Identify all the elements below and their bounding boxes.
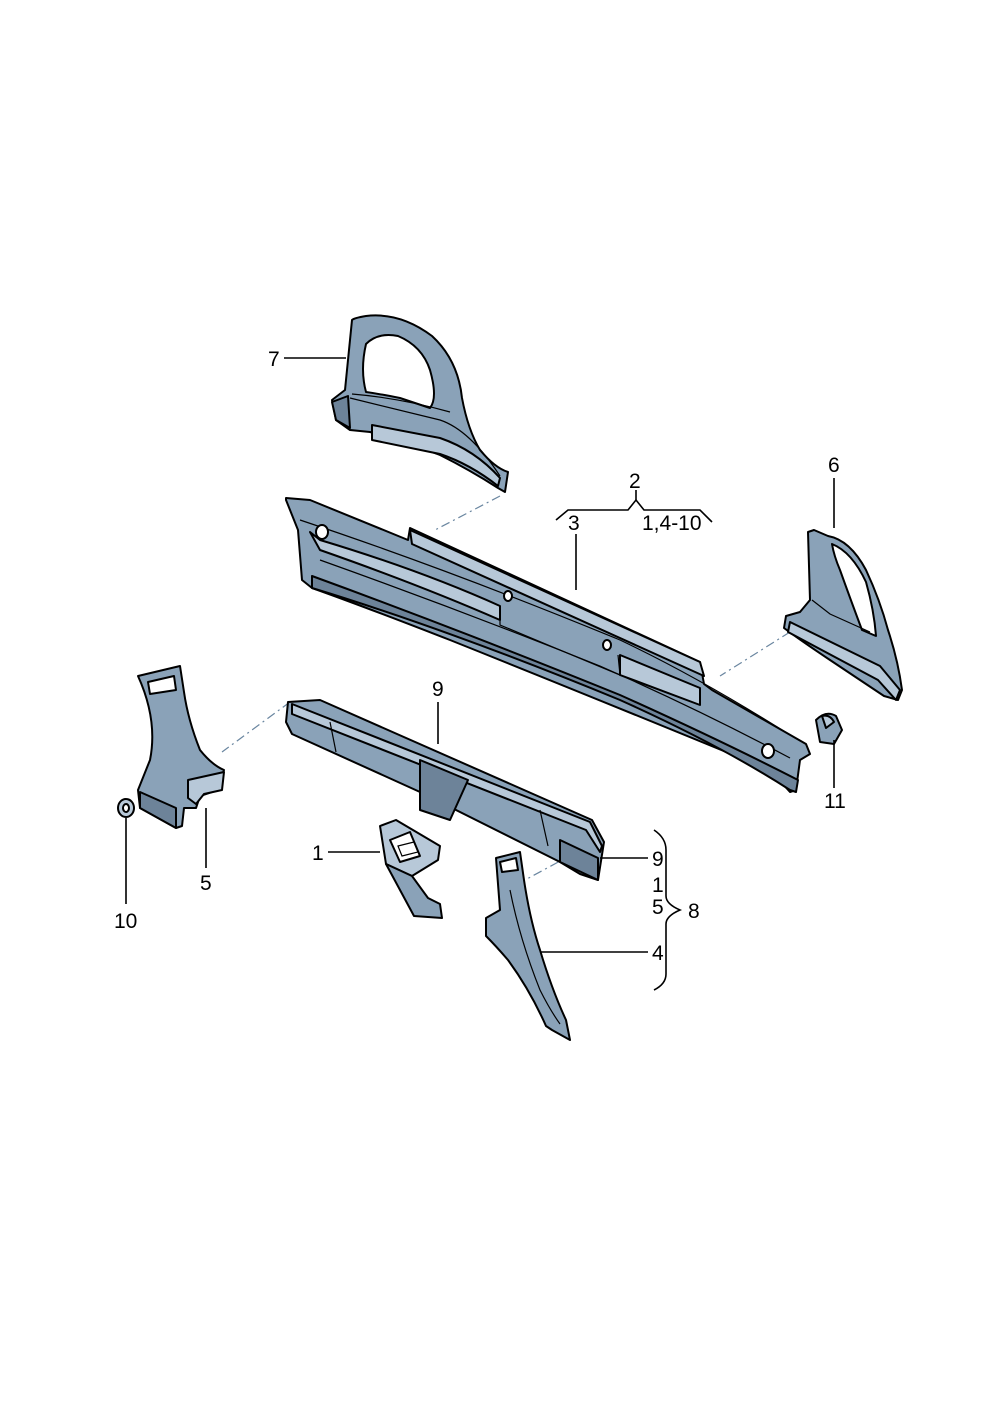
callout-8[interactable]: 8: [688, 900, 700, 923]
part-5-lower-left-pillar: [137, 665, 225, 829]
callout-2[interactable]: 2: [629, 470, 641, 493]
callout-3[interactable]: 3: [568, 512, 580, 535]
part-6-upper-right-bracket: [783, 529, 903, 701]
part-9-crossmember: [285, 699, 605, 881]
callout-10[interactable]: 10: [114, 910, 137, 933]
callout-1-right[interactable]: 1: [652, 874, 664, 897]
part-7-upper-left-bracket: [331, 314, 509, 493]
part-10-washer: [117, 798, 135, 818]
callout-1-left[interactable]: 1: [312, 842, 324, 865]
callout-11[interactable]: 11: [824, 790, 846, 813]
callout-4[interactable]: 4: [652, 942, 664, 965]
part-11-clip: [815, 712, 843, 745]
assembly-lines: [221, 495, 791, 881]
part-1-small-bracket: [379, 819, 443, 919]
callout-5-left[interactable]: 5: [200, 872, 212, 895]
callouts: 7 2 3 1,4-10 6 9 11 5 10 1 9 1 5 8 4: [114, 348, 846, 965]
part-3-main-panel: [285, 497, 811, 793]
callout-9-right[interactable]: 9: [652, 848, 664, 871]
callout-5-right[interactable]: 5: [652, 896, 664, 919]
callout-6[interactable]: 6: [828, 454, 840, 477]
callout-9-top[interactable]: 9: [432, 678, 444, 701]
part-4-lower-right-pillar: [485, 851, 571, 1041]
callout-1-4-10[interactable]: 1,4-10: [642, 512, 702, 535]
leaders: [125, 357, 835, 991]
callout-7[interactable]: 7: [268, 348, 280, 371]
